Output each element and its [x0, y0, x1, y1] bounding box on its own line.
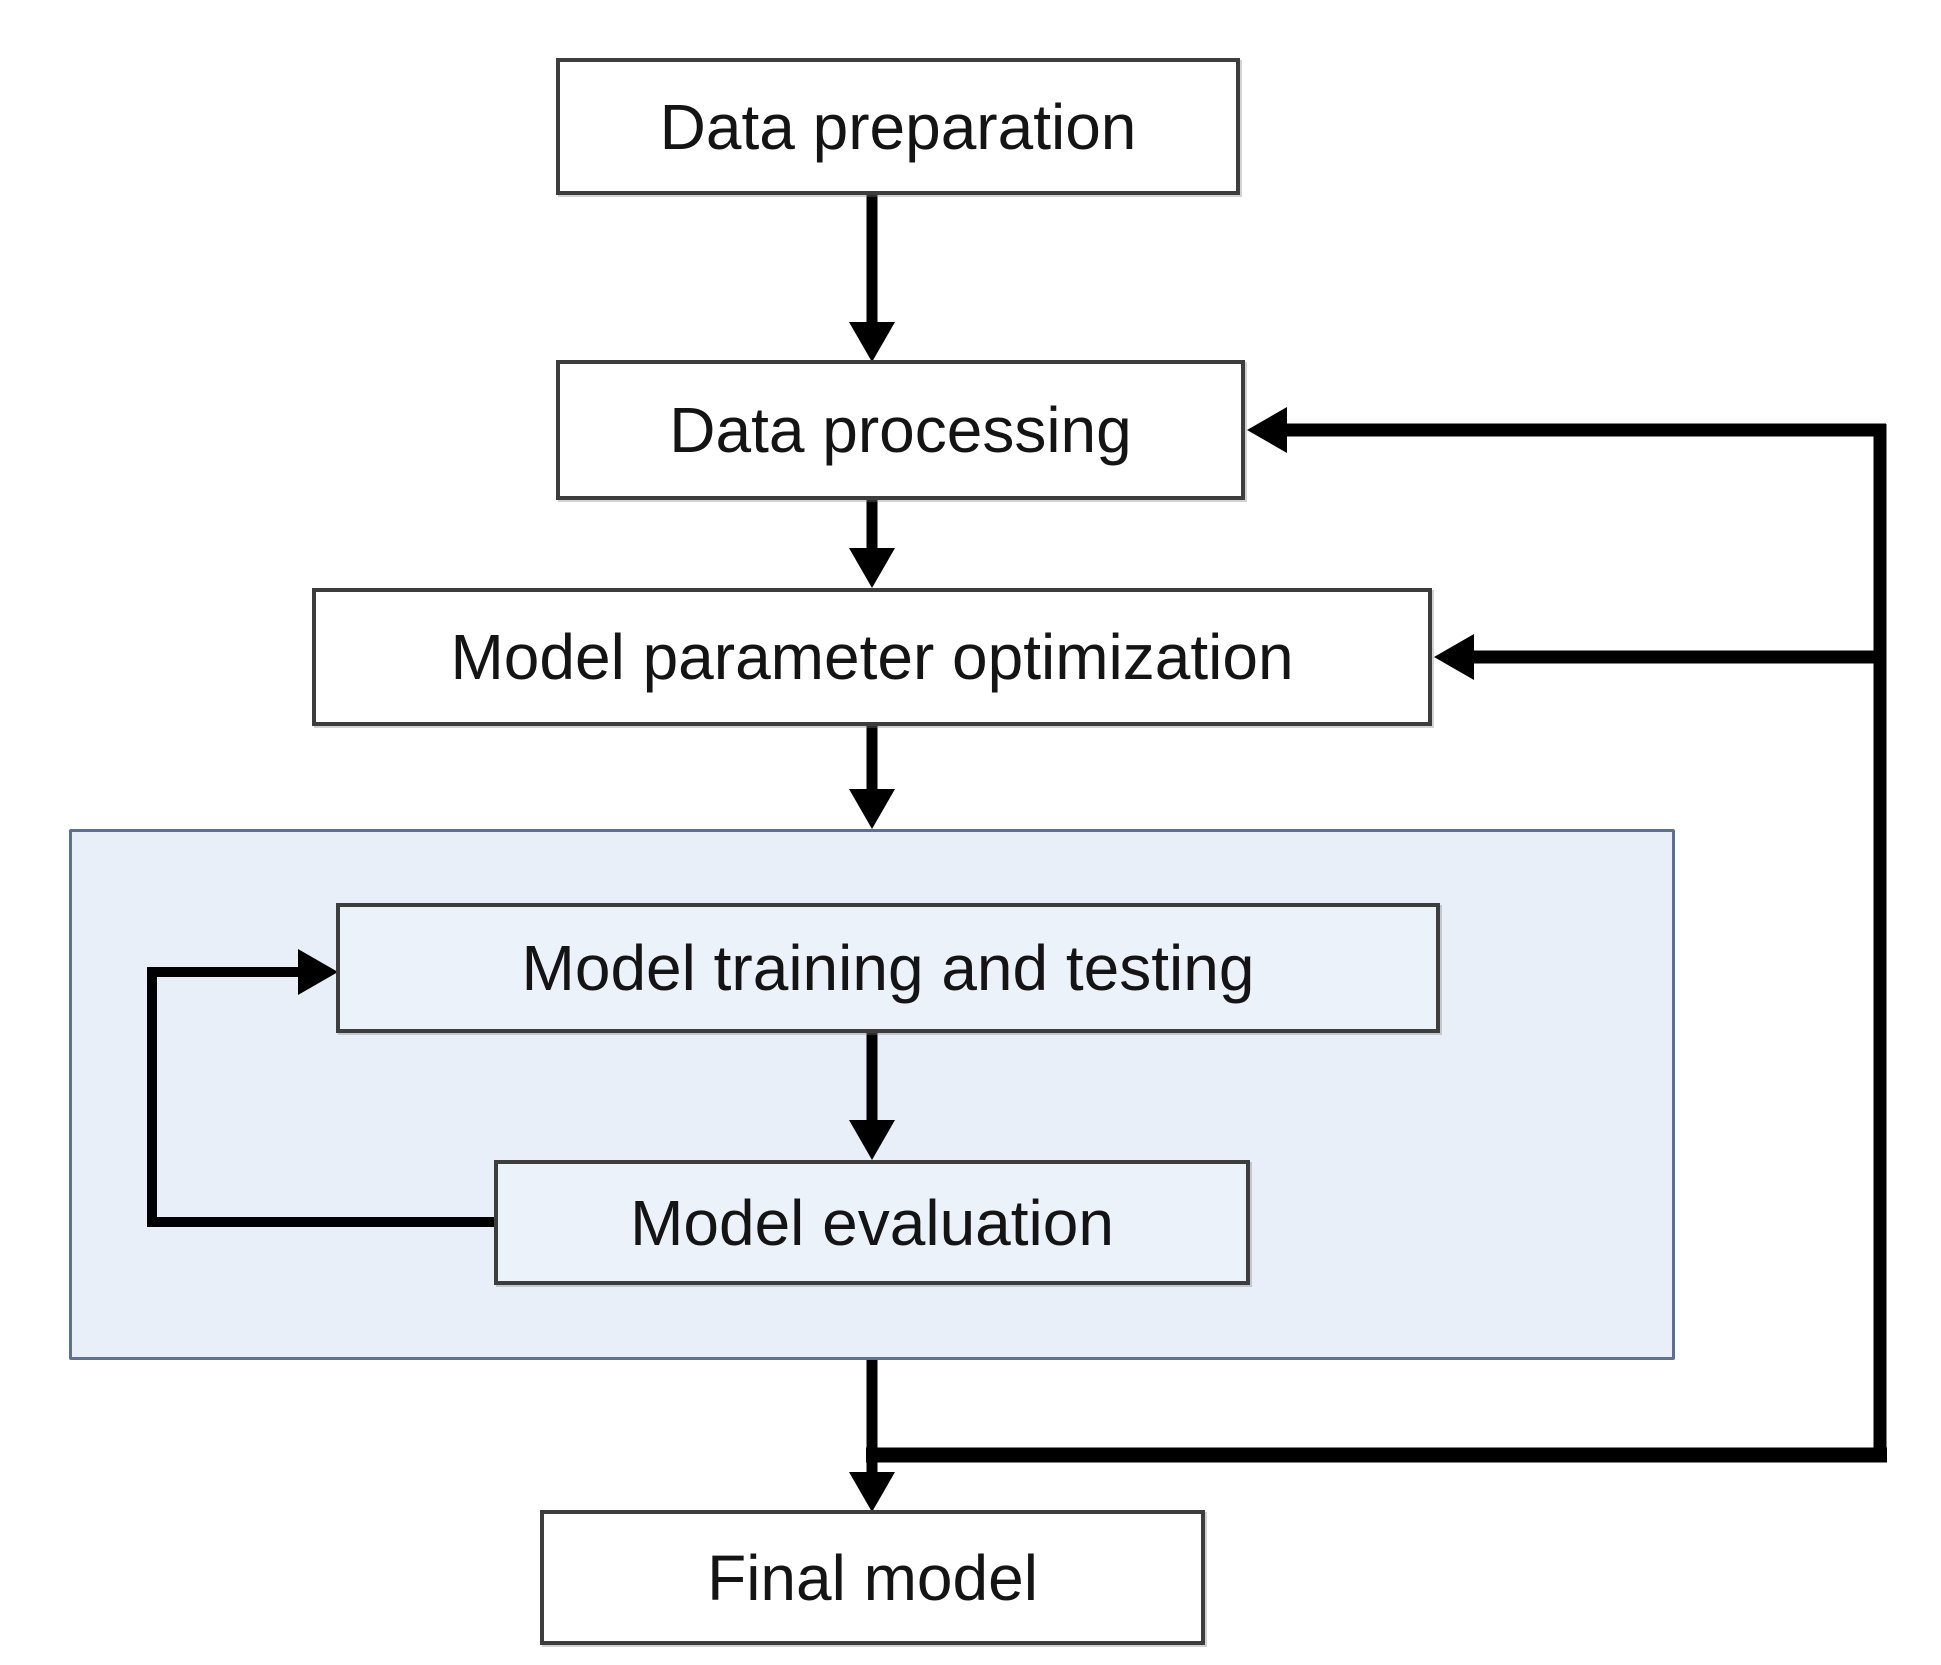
node-model-parameter-optimization-label: Model parameter optimization: [450, 621, 1294, 693]
node-final-model: Final model: [540, 1510, 1205, 1645]
node-data-preparation-label: Data preparation: [659, 90, 1137, 163]
node-model-training-testing: Model training and testing: [336, 903, 1440, 1033]
node-model-evaluation: Model evaluation: [494, 1160, 1250, 1285]
arrowhead-loop-into-training: [298, 949, 338, 995]
arrowhead-into-final: [849, 1472, 895, 1512]
node-final-model-label: Final model: [707, 1541, 1038, 1614]
node-model-evaluation-label: Model evaluation: [630, 1186, 1114, 1259]
node-data-processing-label: Data processing: [669, 394, 1132, 466]
node-model-training-testing-label: Model training and testing: [521, 932, 1255, 1004]
arrowhead-feedback-into-processing: [1247, 407, 1287, 453]
arrowhead-into-group: [849, 789, 895, 829]
arrowhead-into-optimization: [849, 548, 895, 588]
arrowhead-into-evaluation: [849, 1120, 895, 1160]
node-model-parameter-optimization: Model parameter optimization: [312, 588, 1432, 726]
node-data-processing: Data processing: [556, 360, 1245, 500]
arrowhead-into-processing: [849, 322, 895, 362]
edge-evaluation-to-training-loop: [147, 967, 494, 1227]
arrowhead-feedback-into-optimization: [1434, 634, 1474, 680]
node-data-preparation: Data preparation: [556, 58, 1240, 195]
